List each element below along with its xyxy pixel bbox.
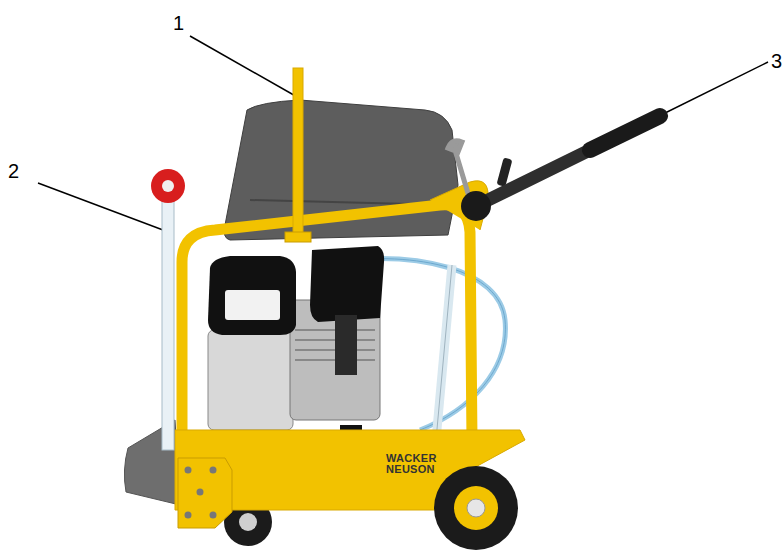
callout-number: 1 [173,12,184,34]
fuel-tank [208,256,296,335]
lifting-bar [293,68,303,240]
handle-grip [590,116,660,150]
leader-line [655,62,768,118]
leader-line [38,183,163,230]
strut [436,265,452,440]
callout-number: 2 [8,160,19,182]
engine-block [208,330,293,430]
engine-label [225,290,280,320]
handle-pivot [461,191,491,221]
brand-logo: WACKER NEUSON [386,453,436,475]
air-filter [310,246,384,322]
wheel-rim [454,486,498,530]
frame-tube [182,205,472,440]
rear-wheel [434,466,518,550]
pointer-knob [151,169,185,203]
wrench [448,141,470,200]
muffler [335,315,357,375]
gusset-plate [178,458,232,528]
depth-pointer [162,188,174,450]
wheel-hub [239,513,257,531]
leader-line [190,36,299,98]
callout-number: 3 [771,50,782,72]
wheel-hub [467,499,485,517]
